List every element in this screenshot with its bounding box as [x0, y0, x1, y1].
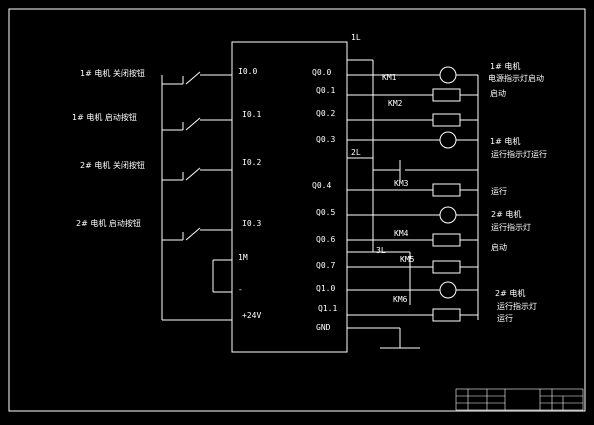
note-0-line2: 电源指示灯启动 — [488, 73, 544, 83]
terminal-q0-1: Q0.1 — [316, 86, 335, 95]
terminal-q0-4: Q0.4 — [312, 181, 331, 190]
terminal-i0-1: I0.1 — [242, 110, 261, 119]
note-2-line2: 运行指示灯运行 — [491, 149, 547, 159]
relay-label-km3: KM3 — [394, 179, 409, 188]
terminal-q0-3: Q0.3 — [316, 135, 335, 144]
terminal-i0-2: I0.2 — [242, 158, 261, 167]
note-4-line1: 2# 电机 — [491, 209, 521, 219]
input-branch-0 — [162, 71, 232, 85]
terminal-q1-0: Q1.0 — [316, 284, 335, 293]
plc-body — [231, 41, 348, 353]
relay-coil — [432, 308, 461, 322]
terminal-1m: 1M — [238, 253, 248, 262]
terminal-q1-1: Q1.1 — [318, 304, 337, 313]
input-label-0: 1# 电机 关闭按钮 — [80, 68, 145, 78]
relay-label-km5: KM5 — [400, 255, 415, 264]
switch-contact — [185, 167, 201, 181]
relay-label-km4: KM4 — [394, 229, 409, 238]
power-supply-loop — [162, 259, 232, 321]
lamp-1 — [439, 66, 457, 84]
terminal-q0-6: Q0.6 — [316, 235, 335, 244]
relay-label-km2: KM2 — [388, 99, 403, 108]
note-0-line1: 1# 电机 — [490, 61, 520, 71]
relay-coil — [432, 183, 461, 197]
relay-label-km6: KM6 — [393, 295, 408, 304]
bus-label-3l: 3L — [376, 246, 386, 255]
note-5-line1: 启动 — [491, 242, 507, 252]
input-branch-1 — [162, 117, 232, 131]
input-branch-2 — [162, 167, 232, 181]
lamp-4 — [439, 281, 457, 299]
relay-coil — [432, 113, 461, 127]
terminal-q0-7: Q0.7 — [316, 261, 335, 270]
switch-contact — [185, 117, 201, 131]
input-label-3: 2# 电机 启动按钮 — [76, 218, 141, 228]
switch-contact — [185, 71, 201, 85]
terminal-plus-24v: +24V — [242, 311, 261, 320]
note-6-line2: 运行指示灯 — [497, 301, 537, 311]
relay-coil — [432, 233, 461, 247]
terminal-q0-0: Q0.0 — [312, 68, 331, 77]
switch-contact — [185, 227, 201, 241]
note-2-line1: 1# 电机 — [490, 136, 520, 146]
note-1-line1: 启动 — [490, 88, 506, 98]
input-label-1: 1# 电机 启动按钮 — [72, 112, 137, 122]
drawing-frame — [8, 8, 586, 412]
note-7-line1: 运行 — [497, 313, 513, 323]
note-6-line1: 2# 电机 — [495, 288, 525, 298]
terminal-i0-3: I0.3 — [242, 219, 261, 228]
lamp-2 — [439, 131, 457, 149]
title-block — [455, 388, 584, 411]
input-branch-3 — [162, 227, 232, 241]
bus-label-1l: 1L — [351, 33, 361, 42]
terminal-minus: - — [238, 285, 243, 294]
terminal-i0-0: I0.0 — [238, 67, 257, 76]
relay-coil — [432, 260, 461, 274]
output-wiring — [347, 59, 479, 349]
bus-label-2l: 2L — [351, 148, 361, 157]
terminal-gnd: GND — [316, 323, 331, 332]
terminal-q0-5: Q0.5 — [316, 208, 335, 217]
note-3-line1: 运行 — [491, 186, 507, 196]
terminal-q0-2: Q0.2 — [316, 109, 335, 118]
note-4-line2: 运行指示灯 — [491, 222, 531, 232]
lamp-3 — [439, 206, 457, 224]
relay-coil — [432, 88, 461, 102]
relay-label-km1: KM1 — [382, 73, 397, 82]
input-label-2: 2# 电机 关闭按钮 — [80, 160, 145, 170]
